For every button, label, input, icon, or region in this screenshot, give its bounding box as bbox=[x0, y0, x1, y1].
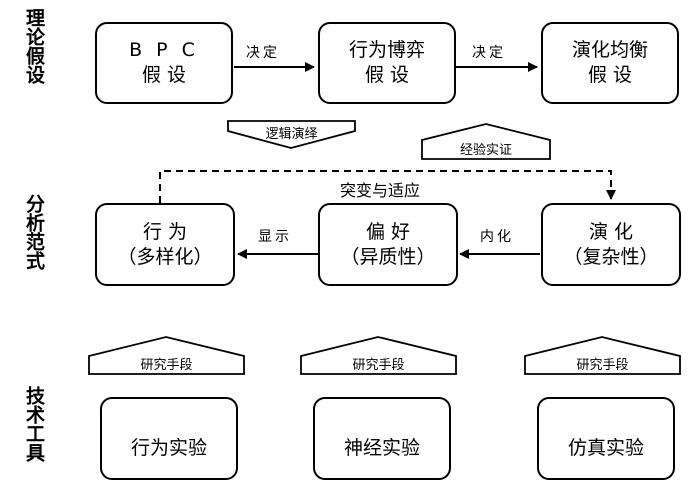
up-block-arrow-tool-1 bbox=[88, 336, 245, 375]
box-line-1: B P C bbox=[129, 39, 199, 61]
up-block-arrow-tool-2 bbox=[300, 336, 457, 375]
box-line-1: 行为博弈 bbox=[348, 39, 425, 61]
edge-label-determine-1: 决定 bbox=[246, 45, 280, 61]
box-preference: 偏 好 （异质性） bbox=[318, 203, 458, 286]
box-line-1: 行 为 bbox=[142, 220, 188, 243]
up-block-arrow bbox=[421, 123, 551, 160]
section-label-paradigm: 分析范式 bbox=[23, 194, 45, 270]
box-behavioral-experiment: 行为实验 bbox=[100, 397, 238, 480]
section-label-tools: 技术工具 bbox=[23, 386, 45, 462]
tool-arrow-label-2: 研究手段 bbox=[352, 358, 405, 373]
box-behavioral-game-assumption: 行为博弈 假 设 bbox=[318, 22, 456, 104]
box-line-1: 演 化 bbox=[588, 220, 634, 243]
box-label: 行为实验 bbox=[130, 437, 207, 459]
tool-arrow-label-1: 研究手段 bbox=[140, 358, 193, 373]
box-neural-experiment: 神经实验 bbox=[313, 397, 451, 480]
down-arrow-label: 逻辑演绎 bbox=[265, 127, 318, 142]
box-line-2: （异质性） bbox=[340, 245, 436, 268]
box-label: 神经实验 bbox=[343, 437, 420, 459]
box-evolutionary-equilibrium-assumption: 演化均衡 假 设 bbox=[541, 22, 679, 104]
dashed-path-mutation-adaptation bbox=[159, 170, 616, 203]
edge-label-internalize: 内化 bbox=[480, 229, 514, 245]
dashed-path-label: 突变与适应 bbox=[340, 181, 421, 200]
down-block-arrow bbox=[227, 120, 356, 149]
box-line-1: 偏 好 bbox=[365, 220, 411, 243]
edge-label-reveal: 显示 bbox=[258, 229, 292, 245]
up-arrow-label: 经验实证 bbox=[459, 143, 512, 158]
box-label: 仿真实验 bbox=[567, 437, 644, 459]
box-evolution: 演 化 （复杂性） bbox=[541, 203, 681, 286]
tool-arrow-label-3: 研究手段 bbox=[576, 358, 629, 373]
box-bpc-assumption: B P C 假 设 bbox=[95, 22, 233, 104]
box-line-2: （多样化） bbox=[117, 245, 213, 268]
box-behavior: 行 为 （多样化） bbox=[95, 203, 235, 286]
section-label-theory: 理论假设 bbox=[23, 8, 45, 84]
box-line-2: （复杂性） bbox=[563, 245, 659, 268]
box-line-2: 假 设 bbox=[141, 64, 187, 86]
box-simulation-experiment: 仿真实验 bbox=[537, 397, 675, 480]
box-line-2: 假 设 bbox=[364, 64, 410, 86]
box-line-2: 假 设 bbox=[587, 64, 633, 86]
box-line-1: 演化均衡 bbox=[571, 39, 648, 61]
edge-label-determine-2: 决定 bbox=[472, 45, 506, 61]
up-block-arrow-tool-3 bbox=[524, 336, 681, 375]
